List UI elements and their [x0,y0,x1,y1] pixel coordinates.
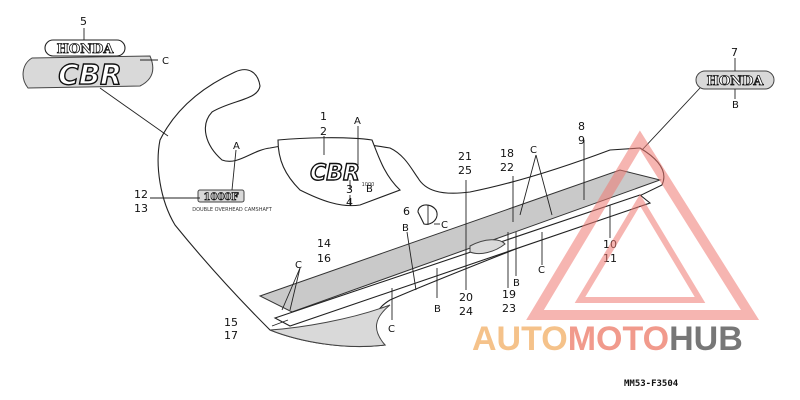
watermark-text: AUTOMOTOHUB [472,320,743,358]
honda-emblem-top [44,39,126,57]
emblem-1000 [197,189,245,203]
watermark-part-hub: HUB [669,320,743,358]
emblem-1000-text: 1000F [204,192,239,203]
letter-c-six: C [441,220,448,231]
callout-7: 7 [731,46,738,59]
callout-12: 12 [134,188,148,201]
callout-23: 23 [502,302,516,315]
letter-c-mid-top: C [530,145,537,156]
letter-c-bottom: C [388,324,395,335]
watermark-part-auto: AUTO [472,320,568,358]
callout-22: 22 [500,161,514,174]
letter-b-19: B [513,278,520,289]
callout-18: 18 [500,147,514,160]
letter-b-mid: B [366,184,373,195]
callout-20: 20 [459,291,473,304]
callout-3: 3 [346,183,353,196]
letter-b-right: B [732,100,739,111]
callout-2: 2 [320,125,327,138]
callout-25: 25 [458,164,472,177]
leader-lines [83,28,736,327]
letter-b-20: B [434,304,441,315]
callout-19: 19 [502,288,516,301]
letter-c-top: C [162,56,169,67]
letter-a-top: A [354,116,361,127]
callout-21: 21 [458,150,472,163]
watermark-triangle-outer [526,130,760,320]
callout-13: 13 [134,202,148,215]
cbr-emblem-big-text: CBR [58,58,121,91]
letter-c-mid-right: C [538,265,545,276]
callout-6: 6 [403,205,410,218]
honda-emblem-right-text: HONDA [707,74,765,89]
cbr-emblem-side-caption: 1000 [362,182,375,188]
honda-emblem-top-text: HONDA [57,42,115,57]
letter-b-left: B [402,223,409,234]
callout-24: 24 [459,305,473,318]
callout-15: 15 [224,316,238,329]
inner-panel [277,137,402,207]
callout-4: 4 [346,196,353,209]
cbr-emblem-big [22,55,154,89]
callout-17: 17 [224,329,238,342]
watermark-part-moto: MOTO [568,320,669,358]
callout-5: 5 [80,15,87,28]
lower-cowl-edge [269,304,391,347]
cbr-emblem-side-text: CBR [310,161,360,186]
callout-1: 1 [320,110,327,123]
diagram-code: MM53-F3504 [624,379,679,389]
stripe-lower [273,194,652,327]
emblem-1000-caption: DOUBLE OVERHEAD CAMSHAFT [192,207,272,213]
callout-9: 9 [578,134,585,147]
letter-c-left: C [295,260,302,271]
watermark-triangle [526,130,760,320]
watermark-triangle-inner [574,194,706,303]
callout-16: 16 [317,252,331,265]
stripe-cut [469,239,506,255]
callout-14: 14 [317,237,331,250]
callout-8: 8 [578,120,585,133]
letter-a-left: A [233,141,240,152]
